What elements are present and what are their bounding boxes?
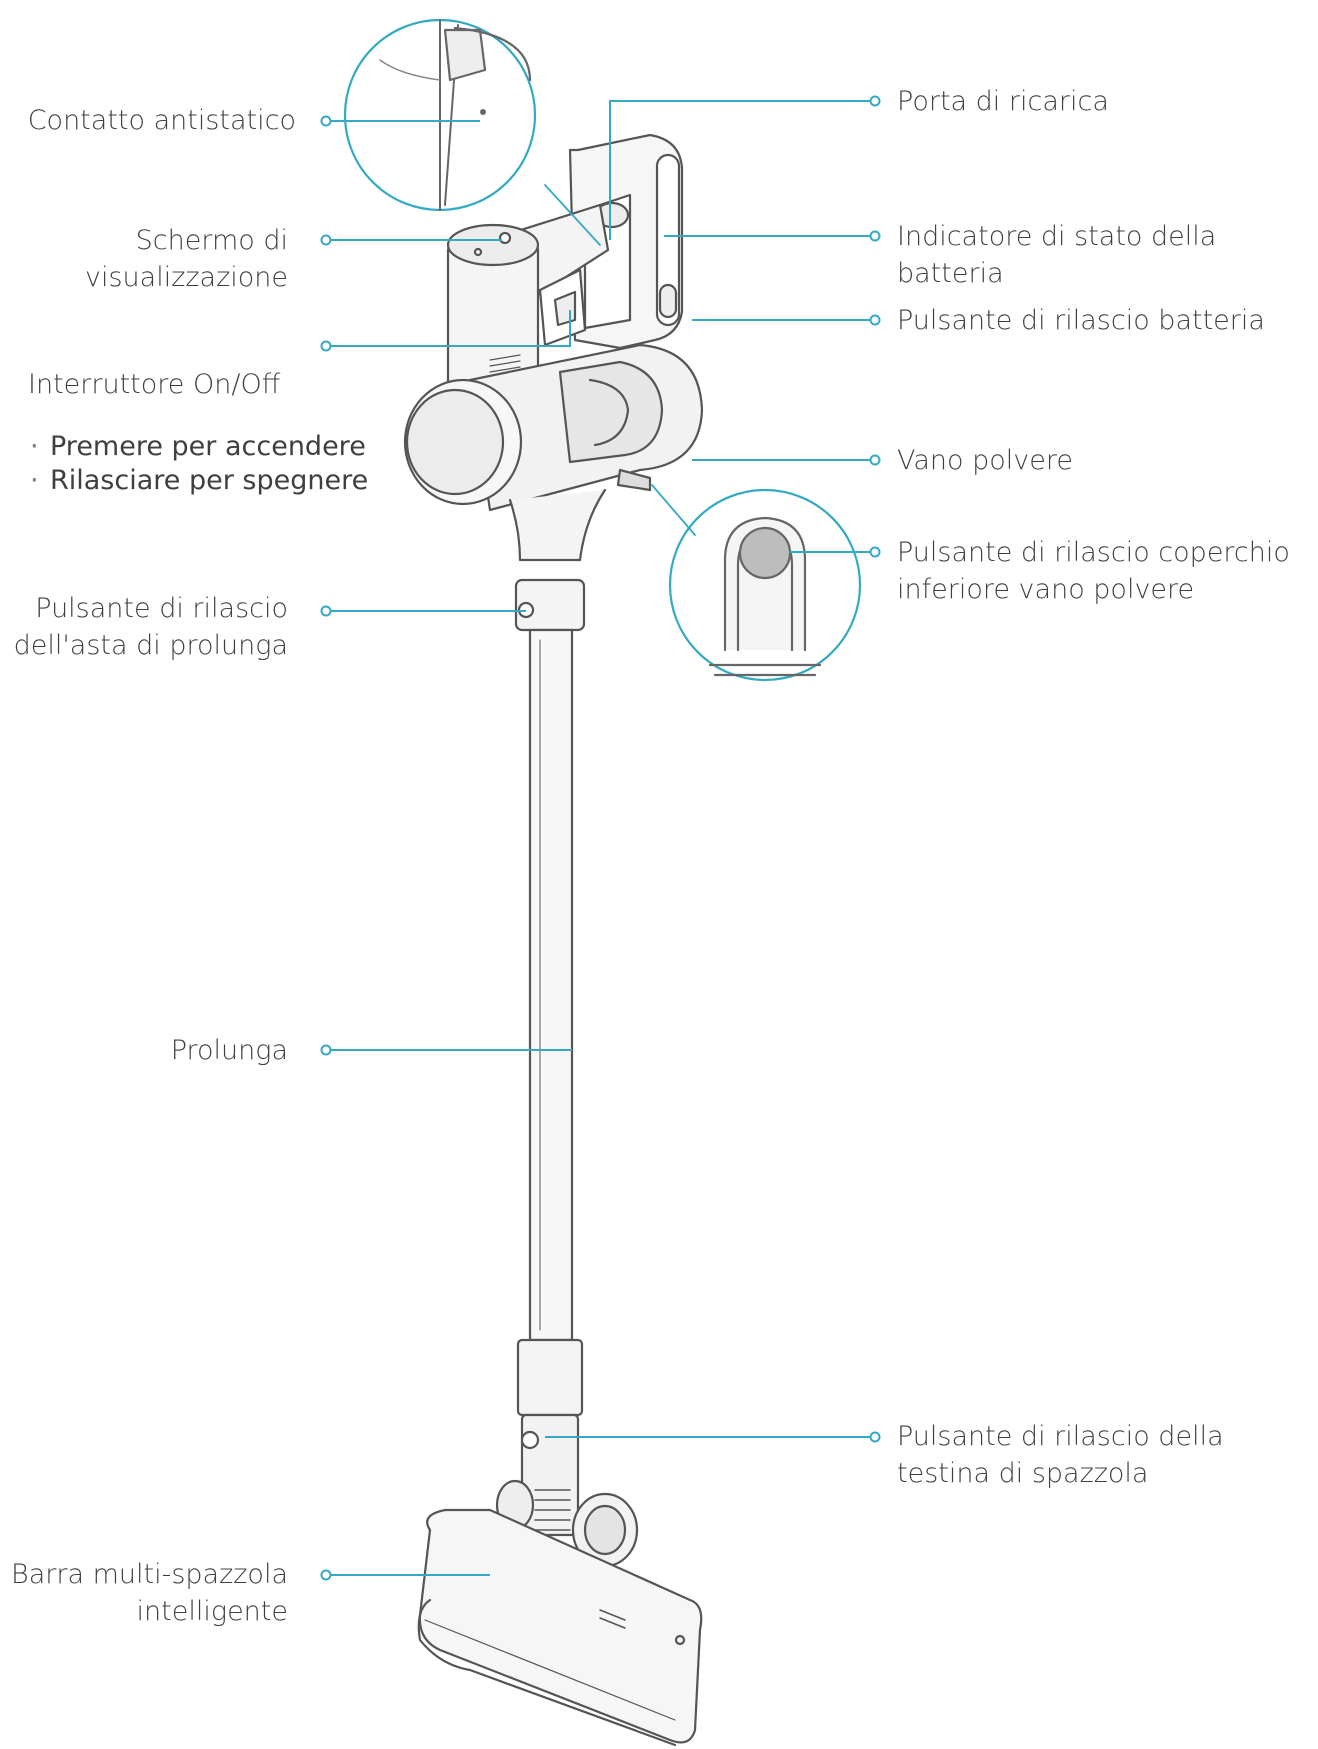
leader-lines — [320, 95, 881, 1581]
leader-display — [320, 234, 502, 246]
label-brush-head-release: Pulsante di rilascio della testina di sp… — [897, 1421, 1224, 1489]
zoom-dust-bin-cover — [651, 484, 862, 682]
label-multi-brush: Barra multi-spazzola intelligente — [11, 1559, 288, 1627]
neck — [508, 488, 607, 632]
note-press: Premere per accendere — [50, 431, 366, 462]
leader-dust-bin — [692, 454, 881, 466]
motor-top — [446, 223, 540, 392]
label-antistatic-contact: Contatto antistatico — [27, 105, 296, 136]
leader-extension-tube — [320, 1044, 572, 1056]
label-dust-bin: Vano polvere — [897, 445, 1074, 476]
dust-bin-body — [403, 343, 704, 512]
label-extension-tube: Prolunga — [170, 1035, 288, 1066]
leader-brush-head-release — [545, 1431, 881, 1443]
note-release: Rilasciare per spegnere — [50, 465, 369, 496]
leader-charging-port — [609, 95, 881, 240]
leader-dust-bin-cover — [790, 546, 881, 558]
battery-pack — [568, 133, 684, 350]
leader-multi-brush — [320, 1569, 490, 1581]
label-charging-port: Porta di ricarica — [897, 86, 1109, 117]
leader-battery-indicator — [664, 230, 881, 242]
label-battery-indicator: Indicatore di stato della batteria — [897, 221, 1217, 289]
zoom-antistatic — [343, 18, 601, 246]
extension-tube — [528, 628, 574, 1342]
brush-neck — [495, 1338, 639, 1568]
label-extension-release: Pulsante di rilascio dell'asta di prolun… — [13, 593, 288, 661]
leader-extension-release — [320, 605, 526, 617]
label-dust-bin-cover-release: Pulsante di rilascio coperchio inferiore… — [897, 537, 1290, 605]
label-display-screen: Schermo di visualizzazione — [84, 225, 288, 293]
vacuum-cleaner-illustration — [343, 18, 862, 1747]
floor-brush — [417, 1508, 703, 1747]
leader-antistatic — [320, 115, 480, 127]
leader-battery-release — [692, 314, 881, 326]
leader-power-switch — [320, 310, 571, 352]
label-power-switch: Interruttore On/Off — [28, 369, 281, 400]
power-switch-notes: ·Premere per accendere ·Rilasciare per s… — [30, 431, 369, 496]
label-battery-release: Pulsante di rilascio batteria — [897, 305, 1265, 336]
